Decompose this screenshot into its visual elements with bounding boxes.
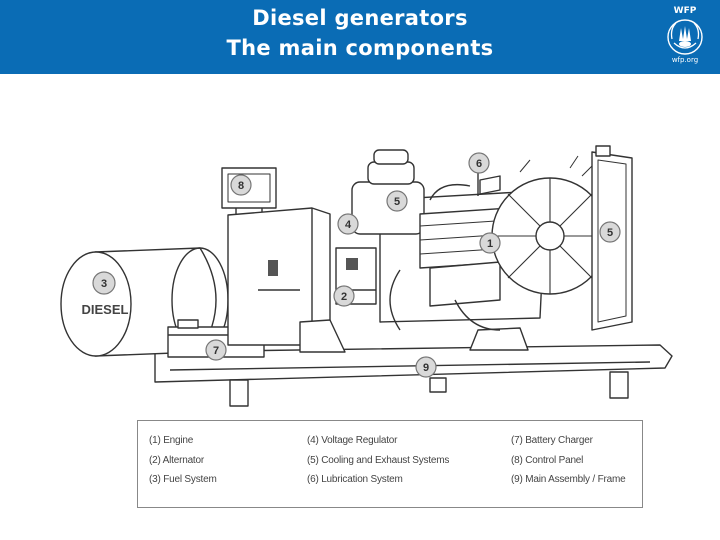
- legend-item-main-assembly: (9) Main Assembly / Frame: [511, 474, 626, 485]
- legend-item-engine: (1) Engine: [149, 435, 194, 446]
- callout-3: 3: [101, 278, 107, 290]
- callout-9: 9: [423, 362, 429, 374]
- logo-bottom-text: wfp.org: [671, 56, 699, 64]
- callout-1: 1: [487, 238, 493, 250]
- legend-item-battery-charger: (7) Battery Charger: [511, 435, 593, 446]
- callout-7: 7: [213, 345, 219, 357]
- callout-2: 2: [341, 291, 347, 303]
- control-panel: [221, 167, 277, 218]
- legend-item-control-panel: (8) Control Panel: [511, 455, 584, 466]
- callout-marker-8: [230, 174, 252, 196]
- callout-5a: 5: [394, 196, 400, 208]
- legend-item-lubrication: (6) Lubrication System: [307, 474, 403, 485]
- slide-title-line2: The main components: [226, 36, 494, 60]
- legend-item-voltage-regulator: (4) Voltage Regulator: [307, 435, 398, 446]
- callout-marker-1: [479, 232, 501, 254]
- callout-4: 4: [345, 219, 352, 231]
- callout-marker-5b: [599, 221, 621, 243]
- wfp-logo: WFP wfp.org: [657, 6, 713, 68]
- callout-marker-2: [333, 285, 355, 307]
- slide-title-line1: Diesel generators: [252, 6, 468, 30]
- logo-top-text: WFP: [673, 6, 697, 16]
- component-legend: (1) Engine (2) Alternator (3) Fuel Syste…: [137, 420, 643, 508]
- main-frame: [154, 344, 673, 407]
- callout-marker-5a: [386, 190, 408, 212]
- wheat-hands-emblem-icon: [667, 19, 703, 55]
- callout-marker-4: [337, 213, 359, 235]
- callout-marker-6: [468, 152, 490, 174]
- tank-label: DIESEL: [82, 302, 129, 317]
- callout-6: 6: [476, 158, 482, 170]
- callout-8: 8: [238, 180, 244, 192]
- generator-diagram: DIESEL: [60, 145, 673, 407]
- legend-item-cooling-exhaust: (5) Cooling and Exhaust Systems: [307, 455, 450, 466]
- legend-item-fuel-system: (3) Fuel System: [149, 474, 217, 485]
- header-bar: Diesel generators The main components WF…: [0, 0, 720, 74]
- alternator: [227, 207, 529, 353]
- legend-item-alternator: (2) Alternator: [149, 455, 205, 466]
- callout-5b: 5: [607, 227, 613, 239]
- callout-marker-7: [205, 339, 227, 361]
- callout-marker-9: [415, 356, 437, 378]
- callout-marker-3: [92, 271, 116, 295]
